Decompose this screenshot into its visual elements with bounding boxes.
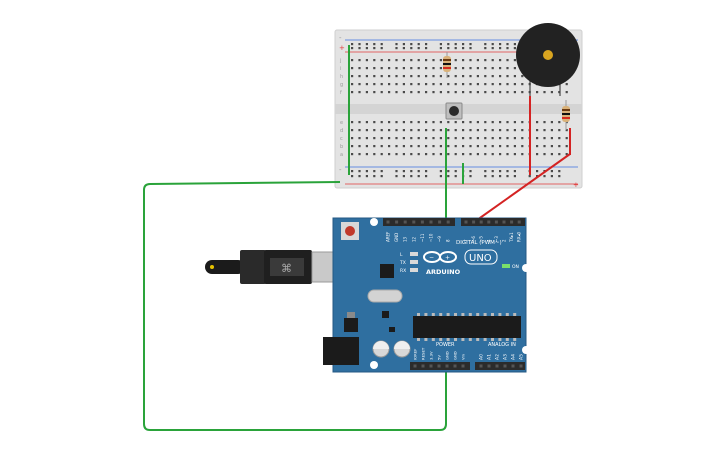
analog-pin-label: A3 [503, 354, 509, 360]
digital-pin-label: ~5 [479, 236, 484, 242]
analog-pin-label: A4 [511, 354, 517, 360]
rail-minus-bottom: - [339, 166, 342, 174]
digital-pin-label: AREF [386, 231, 391, 242]
digital-header[interactable] [383, 218, 525, 226]
resistor-1[interactable] [443, 52, 451, 78]
analog-pin-label: A0 [479, 354, 485, 360]
digital-pin-label: ~10 [429, 233, 434, 242]
brand-label: ARDUINO [426, 268, 461, 276]
rail-minus-top: - [339, 34, 342, 42]
digital-pin-label: 12 [411, 236, 416, 242]
reset-button[interactable] [341, 222, 359, 240]
row-letter: f [340, 90, 342, 96]
analog-pin-label: A2 [495, 354, 501, 360]
analog-label: ANALOG IN [488, 342, 516, 348]
power-pin-label: GND [453, 351, 458, 360]
wires [143, 45, 571, 431]
voltage-regulator [344, 318, 358, 332]
digital-pin-label: TX▸1 [509, 232, 514, 243]
analog-pin-label: A5 [519, 354, 525, 360]
on-label: ON [512, 264, 519, 270]
resistor-2[interactable] [562, 100, 570, 130]
led-label: TX [399, 260, 406, 266]
power-pin-label: 5V [437, 355, 442, 360]
row-letter: j [339, 58, 341, 64]
usb-chip [380, 264, 394, 278]
row-letter: c [340, 136, 343, 142]
digital-pin-label: 2 [502, 239, 507, 242]
row-letter: d [340, 128, 343, 134]
power-pin-label: Vin [461, 353, 466, 360]
rail-plus-bottom: + [573, 181, 579, 189]
usb-icon: ⌘ [281, 262, 292, 275]
atmega-chip [413, 313, 521, 341]
model-label: UNO [469, 253, 492, 264]
piezo-buzzer[interactable] [516, 23, 580, 96]
power-label: POWER [436, 342, 455, 348]
digital-pin-label: ~6 [471, 236, 476, 242]
power-pin-label: GND [445, 351, 450, 360]
digital-pin-label: 4 [486, 239, 491, 242]
digital-pin-label: 7 [464, 239, 469, 242]
status-leds: L TX RX [399, 252, 418, 274]
pushbutton[interactable] [445, 102, 463, 120]
svg-text:−: − [429, 255, 434, 262]
capacitors [372, 340, 411, 358]
analog-pin-label: A1 [487, 354, 493, 360]
analog-header[interactable] [475, 362, 525, 370]
dc-power-jack[interactable] [323, 337, 359, 365]
on-led [502, 264, 510, 268]
digital-pin-label: RX◂0 [517, 231, 522, 242]
led-label: L [400, 252, 403, 258]
digital-pin-label: GND [394, 233, 399, 242]
digital-pin-label: 8 [446, 239, 451, 242]
power-pin-label: 3.3V [429, 351, 434, 360]
power-pin-label: IOREF [413, 349, 418, 360]
led-label: RX [400, 268, 406, 274]
row-letter: i [340, 66, 341, 72]
digital-pin-label: ~9 [437, 236, 442, 242]
digital-pin-label: ~11 [420, 233, 425, 242]
usb-cable[interactable]: ⌘ [205, 250, 343, 284]
wire-red-diagonal [469, 153, 571, 226]
row-letter: g [340, 82, 343, 88]
wire-green-loop [143, 181, 447, 431]
arduino-logo: − + [423, 251, 457, 263]
digital-pin-label: 13 [403, 236, 408, 242]
row-letter: b [340, 144, 343, 150]
svg-text:+: + [445, 255, 450, 262]
row-letter: a [340, 152, 343, 158]
digital-pin-label: ~3 [494, 236, 499, 242]
rail-plus-top: + [339, 44, 345, 52]
crystal [367, 289, 403, 303]
power-pin-label: RESET [421, 347, 426, 360]
row-letter: h [340, 74, 343, 80]
row-letter: e [340, 120, 343, 126]
digital-label: DIGITAL (PWM~) [456, 240, 502, 246]
